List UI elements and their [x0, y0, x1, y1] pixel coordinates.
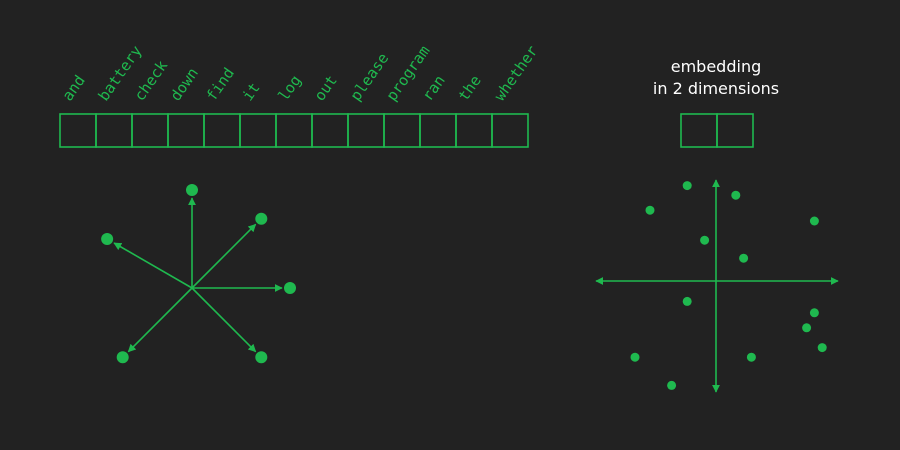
embedding-cell: [716, 113, 754, 148]
vocab-word: find: [203, 64, 238, 104]
vector-cell: [239, 113, 277, 148]
vector-cell: [347, 113, 385, 148]
vocab-word: down: [167, 64, 202, 104]
embedding-point: [682, 181, 692, 191]
one-hot-endpoint: [255, 212, 268, 225]
vector-cell: [95, 113, 133, 148]
vocab-word: and: [59, 72, 89, 105]
vocab-word: out: [311, 72, 341, 105]
vector-cell: [131, 113, 169, 148]
embedding-point: [739, 253, 749, 263]
vocab-word: ran: [419, 72, 449, 105]
embedding-points: [630, 181, 827, 390]
vector-cell: [167, 113, 205, 148]
embedding-point: [817, 343, 827, 353]
embedding-point: [682, 296, 692, 306]
vocab-word: the: [455, 72, 485, 105]
one-hot-arrow: [113, 242, 193, 289]
vector-cell: [59, 113, 97, 148]
one-hot-endpoint: [255, 351, 268, 364]
one-hot-endpoint: [101, 233, 114, 245]
one-hot-endpoint: [116, 351, 129, 364]
one-hot-arrow: [191, 287, 257, 353]
embedding-point: [809, 308, 819, 318]
embedding-point: [700, 235, 710, 245]
embedding-caption-line2: in 2 dimensions: [653, 79, 779, 98]
vector-cell: [311, 113, 349, 148]
vector-cell: [203, 113, 241, 148]
vector-cell: [491, 113, 529, 148]
vocab-word: whether: [491, 42, 542, 104]
embedding-point: [630, 352, 640, 362]
embedding-vector: [680, 113, 754, 148]
one-hot-vector: [59, 113, 529, 148]
embedding-point: [731, 190, 741, 200]
embedding-point: [802, 323, 812, 333]
embedding-caption-line1: embedding: [671, 57, 761, 76]
vector-cell: [275, 113, 313, 148]
one-hot-arrow: [127, 287, 193, 353]
embedding-axes: [595, 179, 839, 393]
one-hot-endpoint: [186, 184, 198, 196]
vector-cell: [383, 113, 421, 148]
one-hot-arrows: [101, 184, 296, 364]
embedding-point: [645, 205, 655, 215]
embedding-cell: [680, 113, 718, 148]
vector-cell: [455, 113, 493, 148]
embedding-point: [809, 216, 819, 226]
vocab-word: log: [275, 72, 305, 105]
one-hot-endpoint: [284, 282, 296, 294]
one-hot-arrow: [191, 223, 257, 289]
vector-cell: [419, 113, 457, 148]
embedding-point: [667, 380, 677, 390]
embedding-point: [746, 352, 756, 362]
vocab-word: it: [239, 79, 264, 104]
